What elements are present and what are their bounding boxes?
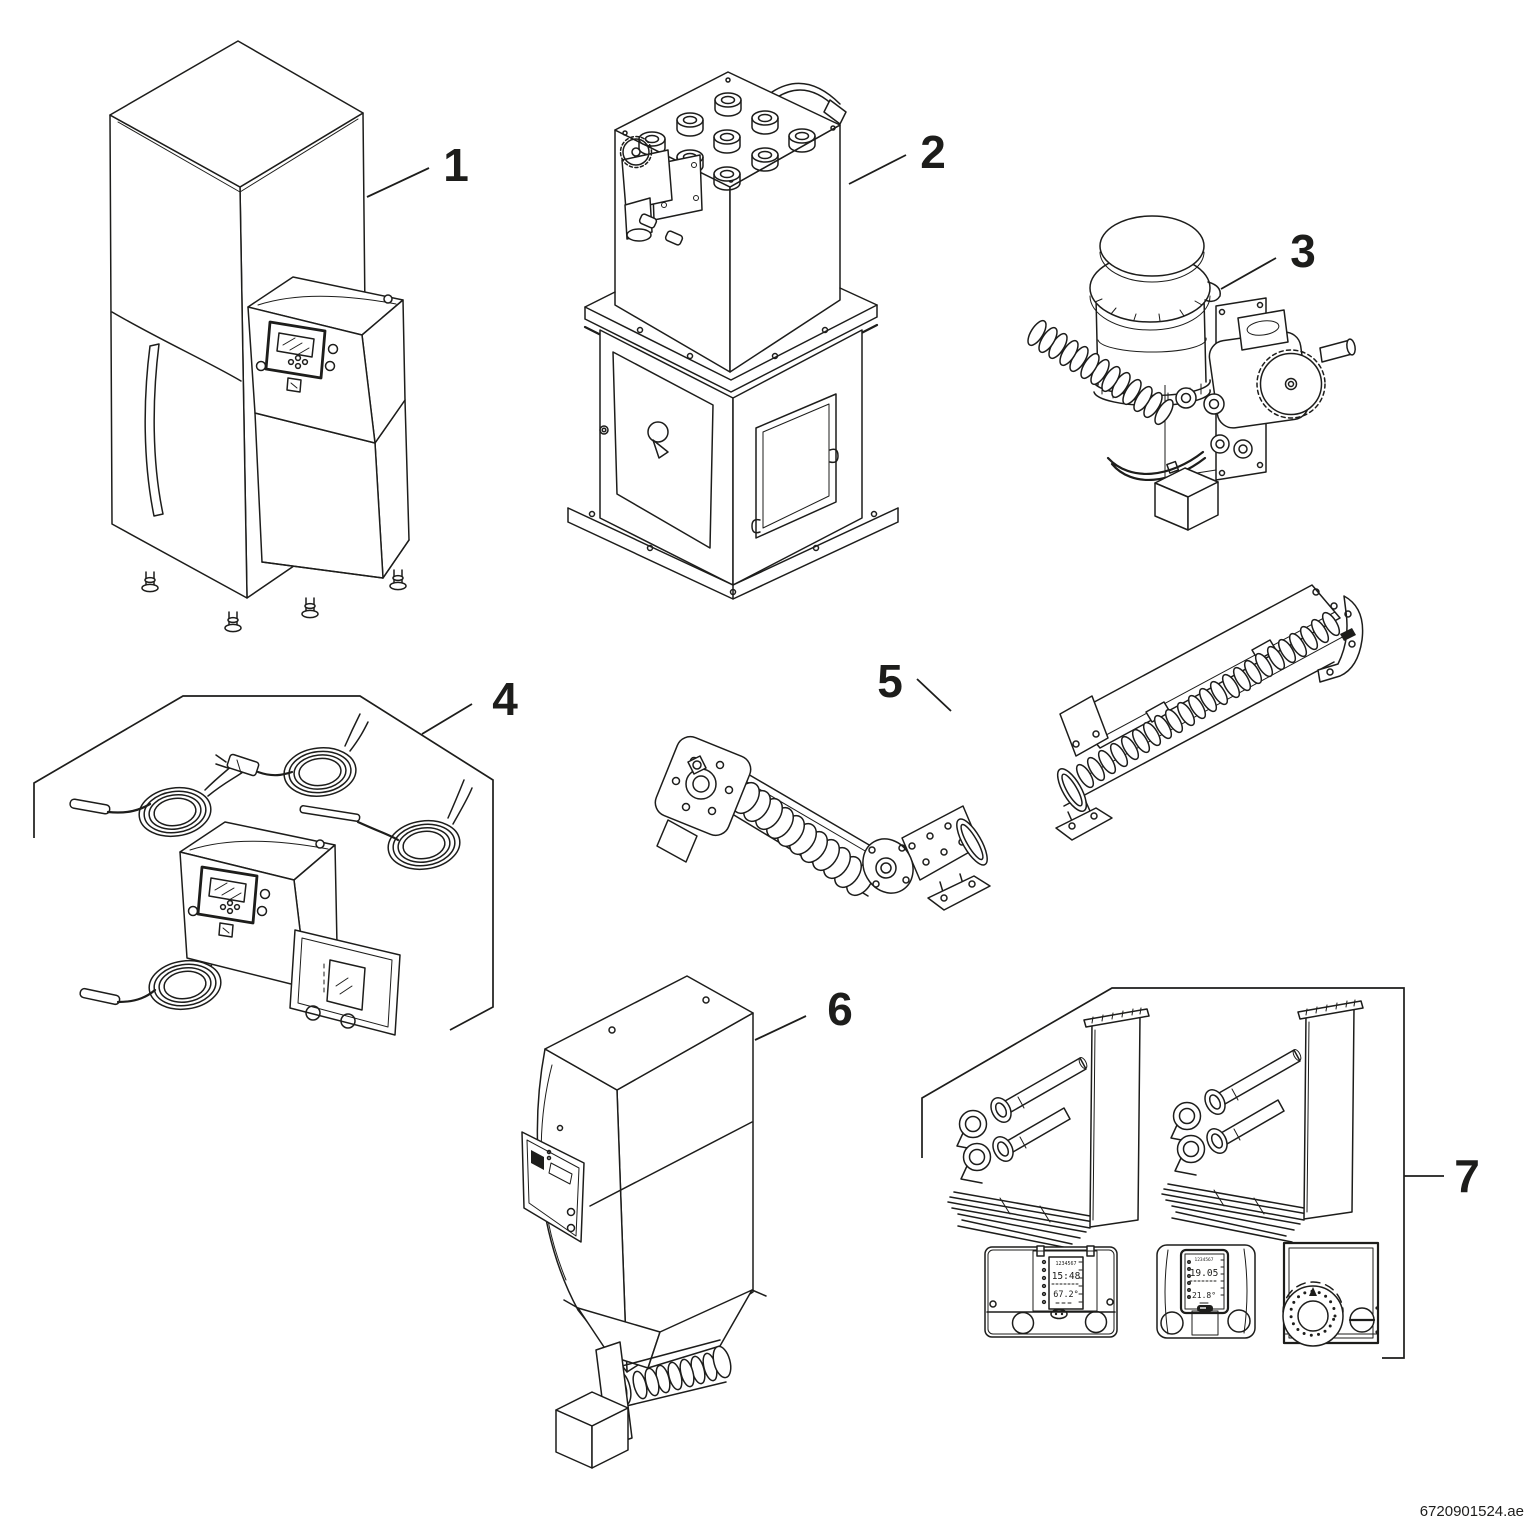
item-7-accessory-group: 1234567 15:48 67.2° 1234567 19.05 21.8° xyxy=(921,987,1405,1359)
callout-1: 1 xyxy=(366,139,469,198)
item-1-pellet-boiler xyxy=(109,40,410,633)
ash-door xyxy=(599,351,714,549)
callout-4: 4 xyxy=(421,673,518,735)
hopper-control-panel xyxy=(521,1124,585,1243)
base-plate xyxy=(567,507,899,600)
leader-line xyxy=(1220,257,1277,290)
leader-line xyxy=(366,167,430,198)
dial-thermostat xyxy=(1282,1241,1380,1347)
callouts: 1 2 3 4 5 6 7 xyxy=(366,126,1480,1202)
side-opening xyxy=(751,393,839,539)
open-feed-screw xyxy=(726,777,880,901)
callout-label-2: 2 xyxy=(920,126,946,178)
lcd-days: 1234567 xyxy=(1195,1257,1214,1263)
lcd-days: 1234567 xyxy=(1055,1261,1076,1267)
item-2-heat-exchanger-module xyxy=(567,71,899,600)
leader-line xyxy=(421,703,473,735)
end-flange-plate xyxy=(654,735,752,863)
callout-2: 2 xyxy=(848,126,946,185)
hopper-motor xyxy=(555,1391,629,1469)
programmer-controller: 1234567 15:48 67.2° xyxy=(984,1245,1118,1338)
callout-label-1: 1 xyxy=(443,139,469,191)
closed-auger-duct xyxy=(1055,584,1364,841)
kit-boundary xyxy=(33,695,494,1031)
callout-label-5: 5 xyxy=(877,655,903,707)
burner-pot xyxy=(1089,215,1221,407)
lcd-date: 19.05 xyxy=(1190,1268,1219,1279)
item-6-pellet-hopper xyxy=(521,975,767,1469)
callout-6: 6 xyxy=(754,983,853,1041)
callout-3: 3 xyxy=(1220,225,1316,290)
callout-label-6: 6 xyxy=(827,983,853,1035)
callout-label-7: 7 xyxy=(1454,1150,1480,1202)
item-5-feed-auger-assembly xyxy=(654,584,1364,911)
drive-gear-assembly xyxy=(619,135,703,246)
leader-line xyxy=(754,1015,807,1041)
sensor-cable-coils xyxy=(138,747,461,1011)
lcd-time: 15:48 xyxy=(1052,1271,1081,1282)
dial-dots xyxy=(1289,1289,1337,1337)
ignition-block xyxy=(1154,460,1219,531)
room-controller: 1234567 19.05 21.8° xyxy=(1156,1244,1256,1339)
auger-junction xyxy=(862,805,991,911)
wall-module xyxy=(289,929,401,1036)
item-4-controller-sensor-kit xyxy=(33,695,494,1036)
kit-boundary xyxy=(921,987,1405,1359)
callout-7: 7 xyxy=(1404,1150,1480,1202)
burner-feed-screw xyxy=(1023,317,1178,428)
burner-motor xyxy=(1175,309,1356,459)
diagram-code: 6720901524.ae xyxy=(1420,1503,1524,1520)
item-3-pellet-burner xyxy=(1023,215,1356,531)
leader-line xyxy=(916,678,952,712)
temperature-probes xyxy=(69,713,473,1006)
callout-5: 5 xyxy=(877,655,952,712)
leader-line xyxy=(848,154,907,185)
callout-label-3: 3 xyxy=(1290,225,1316,277)
lcd-temp: 67.2° xyxy=(1053,1290,1079,1300)
lcd-temp: 21.8° xyxy=(1192,1291,1216,1300)
callout-label-4: 4 xyxy=(492,673,518,725)
